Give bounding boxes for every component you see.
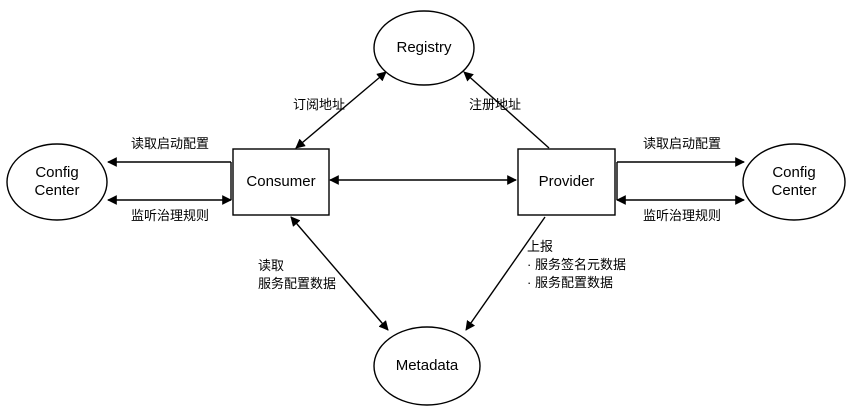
edge-label-consumer-config-listen: 监听治理规则 [130, 208, 209, 223]
edge-provider-registry [463, 71, 550, 149]
node-registry[interactable] [373, 10, 475, 86]
edge-label-provider-metadata: 上报 · 服务签名元数据 · 服务配置数据 [527, 239, 626, 290]
node-config-center-right[interactable] [742, 143, 846, 221]
edge-label-consumer-config-read: 读取启动配置 [130, 136, 209, 151]
node-config-center-left[interactable] [6, 143, 108, 221]
edge-label-provider-config-listen: 监听治理规则 [642, 208, 721, 223]
edge-consumer-registry [295, 71, 387, 149]
node-metadata[interactable] [373, 326, 481, 406]
node-provider[interactable] [517, 148, 616, 216]
edge-label-consumer-registry: 订阅地址 [292, 97, 345, 112]
edge-label-provider-registry: 注册地址 [468, 97, 521, 112]
edge-consumer-metadata [290, 216, 389, 331]
edge-label-consumer-metadata: 读取 服务配置数据 [258, 258, 337, 291]
edge-label-provider-config-read: 读取启动配置 [642, 136, 721, 151]
node-consumer[interactable] [232, 148, 330, 216]
edge-provider-metadata [465, 216, 546, 331]
